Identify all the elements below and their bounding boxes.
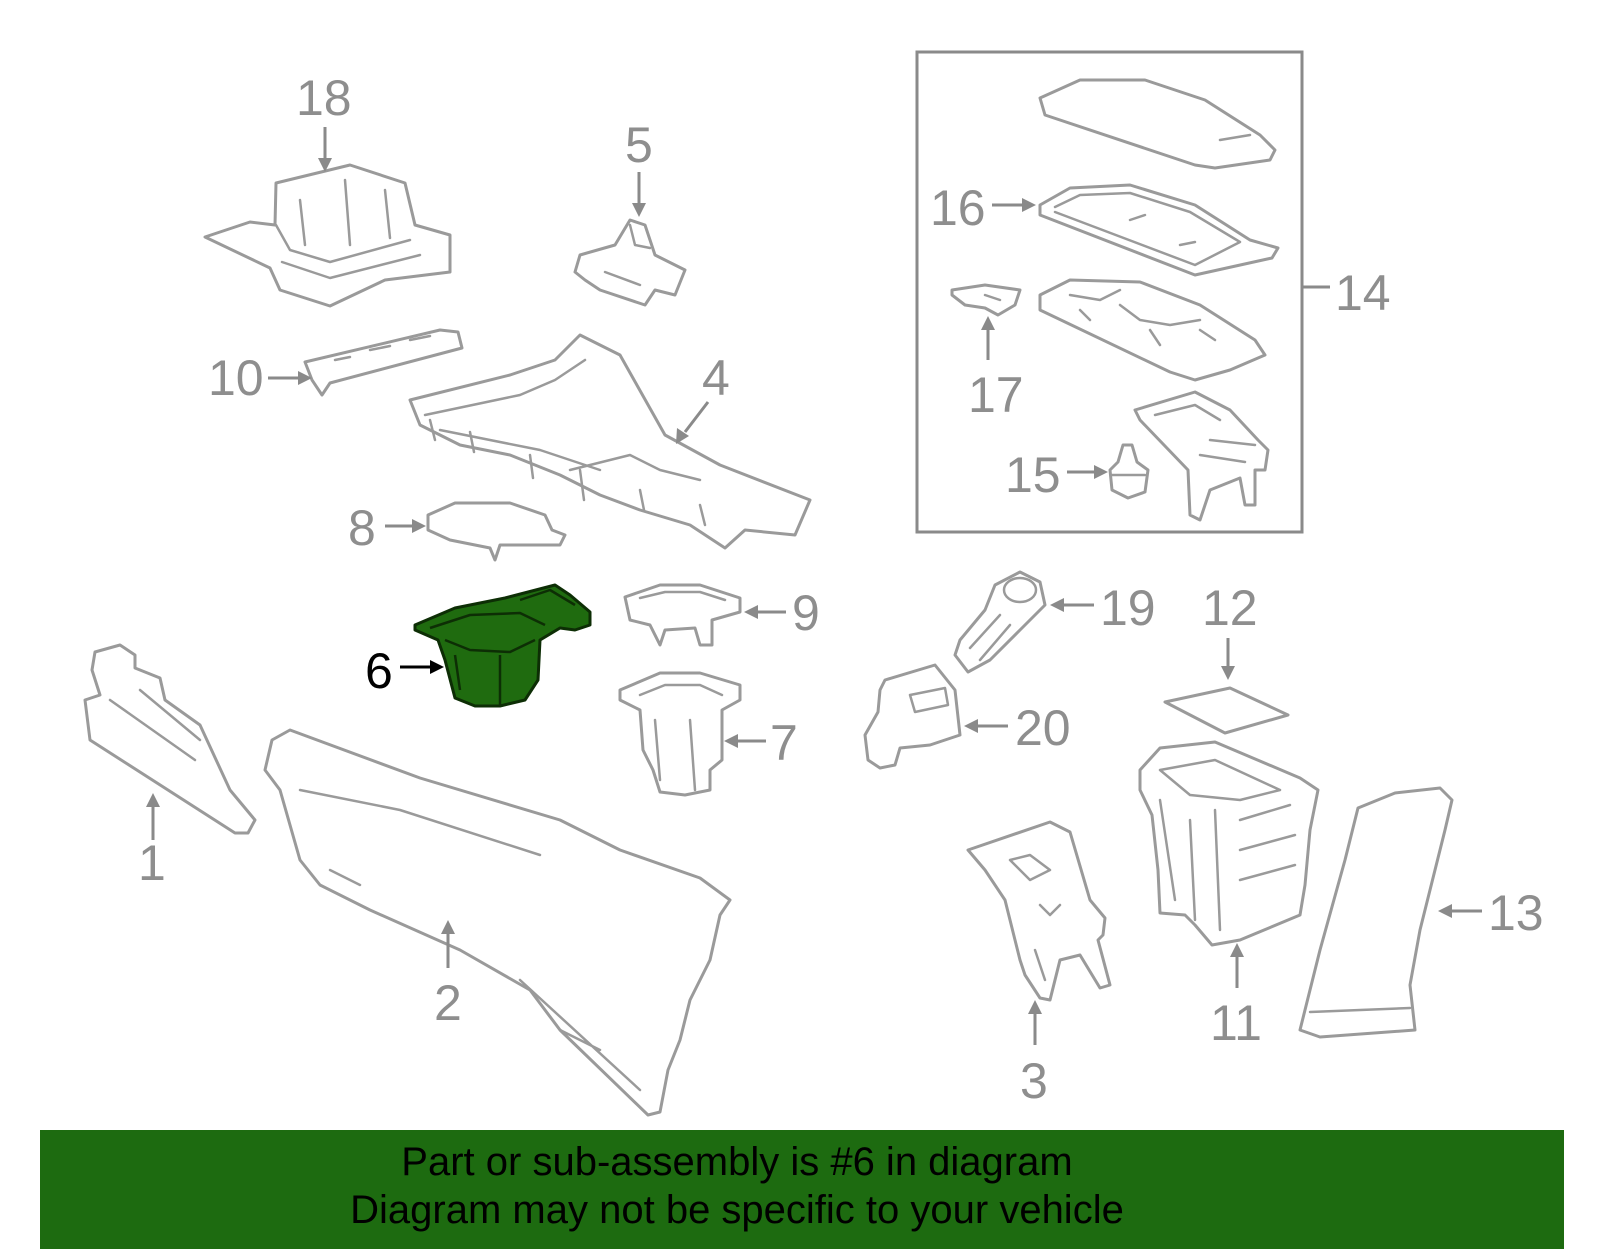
callout-label-14: 14 (1335, 265, 1391, 321)
part-18[interactable] (203, 163, 452, 308)
part-11[interactable] (1138, 740, 1320, 947)
callout-label-8: 8 (348, 500, 376, 556)
part-9[interactable] (623, 583, 742, 647)
part-4[interactable] (408, 333, 812, 550)
callout-17: 17 (968, 316, 1024, 423)
callout-label-13: 13 (1488, 885, 1544, 941)
callout-15: 15 (1005, 447, 1108, 503)
callout-2: 2 (434, 920, 462, 1031)
callout-6: 6 (365, 643, 444, 699)
banner-line-1: Part or sub-assembly is #6 in diagram (401, 1140, 1073, 1184)
callout-12: 12 (1202, 580, 1258, 680)
callout-19: 19 (1050, 580, 1156, 636)
callout-16: 16 (930, 180, 1036, 236)
part-7[interactable] (618, 671, 742, 797)
callout-9: 9 (744, 585, 820, 641)
info-banner: Part or sub-assembly is #6 in diagram Di… (40, 1130, 1564, 1249)
callout-label-18: 18 (296, 70, 352, 126)
callout-7: 7 (724, 715, 798, 771)
callout-label-5: 5 (625, 117, 653, 173)
part-19[interactable] (953, 570, 1047, 674)
part-20[interactable] (863, 663, 962, 770)
callout-3: 3 (1020, 1000, 1048, 1109)
callout-label-17: 17 (968, 367, 1024, 423)
callout-label-19: 19 (1100, 580, 1156, 636)
callout-label-11: 11 (1210, 995, 1262, 1051)
assembly-14-box (915, 50, 1304, 534)
part-12[interactable] (1163, 686, 1290, 735)
callout-label-9: 9 (792, 585, 820, 641)
armrest-base[interactable] (1038, 278, 1267, 382)
callout-label-10: 10 (208, 350, 264, 406)
banner-line-2: Diagram may not be specific to your vehi… (350, 1188, 1124, 1232)
armrest-pad[interactable] (1038, 78, 1277, 170)
callout-label-3: 3 (1020, 1053, 1048, 1109)
callout-label-12: 12 (1202, 580, 1258, 636)
part-2[interactable] (263, 728, 732, 1117)
callout-14: 14 (1302, 265, 1391, 321)
callout-11: 11 (1210, 943, 1262, 1051)
part-3[interactable] (966, 820, 1112, 1002)
part-15[interactable] (1108, 443, 1150, 500)
armrest-hinge[interactable] (1133, 390, 1270, 522)
callout-4: 4 (676, 350, 730, 444)
part-1[interactable] (83, 643, 257, 835)
callout-label-4: 4 (702, 350, 730, 406)
callout-8: 8 (348, 500, 426, 556)
callout-label-1: 1 (138, 835, 166, 891)
callout-10: 10 (208, 350, 312, 406)
callout-13: 13 (1438, 885, 1544, 941)
part-17[interactable] (950, 283, 1022, 317)
part-6-highlighted[interactable] (413, 583, 592, 708)
part-13[interactable] (1298, 786, 1454, 1039)
callout-5: 5 (625, 117, 653, 217)
callout-label-16: 16 (930, 180, 986, 236)
callout-1: 1 (138, 793, 166, 891)
callout-label-15: 15 (1005, 447, 1061, 503)
callout-20: 20 (964, 700, 1071, 756)
callout-label-20: 20 (1015, 700, 1071, 756)
callout-label-2: 2 (434, 975, 462, 1031)
part-8[interactable] (426, 501, 567, 562)
part-5[interactable] (573, 218, 687, 307)
callout-label-7: 7 (770, 715, 798, 771)
callout-label-6: 6 (365, 643, 393, 699)
callout-18: 18 (296, 70, 352, 172)
part-10[interactable] (303, 328, 464, 397)
part-16[interactable] (1038, 183, 1280, 277)
